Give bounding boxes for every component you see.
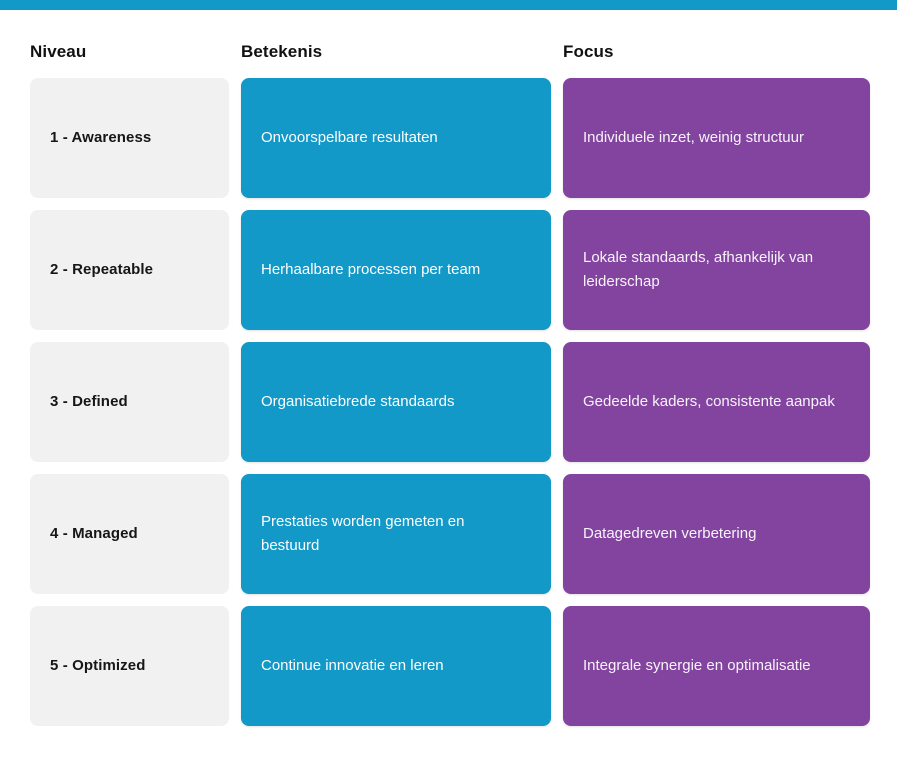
niveau-cell: 5 - Optimized <box>30 606 229 726</box>
maturity-table: Niveau Betekenis Focus 1 - Awareness Onv… <box>0 10 897 726</box>
niveau-cell: 2 - Repeatable <box>30 210 229 330</box>
betekenis-cell: Onvoorspelbare resultaten <box>241 78 551 198</box>
focus-cell: Gedeelde kaders, consistente aanpak <box>563 342 870 462</box>
focus-cell: Datagedreven verbetering <box>563 474 870 594</box>
betekenis-cell: Prestaties worden gemeten en bestuurd <box>241 474 551 594</box>
betekenis-cell: Herhaalbare processen per team <box>241 210 551 330</box>
niveau-cell: 1 - Awareness <box>30 78 229 198</box>
column-header-niveau: Niveau <box>30 42 87 61</box>
maturity-table-rows: 1 - Awareness Onvoorspelbare resultaten … <box>30 78 870 726</box>
focus-cell: Integrale synergie en optimalisatie <box>563 606 870 726</box>
betekenis-cell: Organisatiebrede standaards <box>241 342 551 462</box>
top-accent-bar <box>0 0 897 10</box>
niveau-cell: 4 - Managed <box>30 474 229 594</box>
column-header-focus: Focus <box>563 42 614 61</box>
table-header-row: Niveau Betekenis Focus <box>30 40 870 64</box>
focus-cell: Lokale standaards, afhankelijk van leide… <box>563 210 870 330</box>
betekenis-cell: Continue innovatie en leren <box>241 606 551 726</box>
column-header-betekenis: Betekenis <box>241 42 323 61</box>
niveau-cell: 3 - Defined <box>30 342 229 462</box>
focus-cell: Individuele inzet, weinig structuur <box>563 78 870 198</box>
